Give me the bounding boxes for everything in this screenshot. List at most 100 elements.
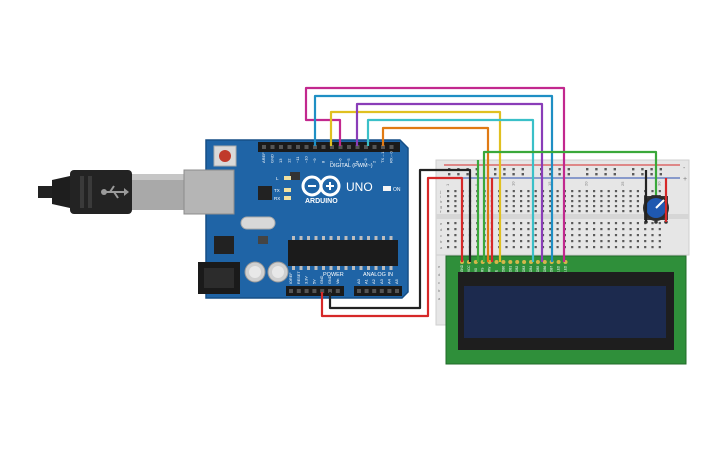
wire	[366, 118, 535, 262]
breadboard-row-letter: g	[440, 204, 442, 209]
lcd-pin-label: DB7	[550, 266, 554, 272]
wire	[313, 94, 554, 262]
power-pin-label: 3.3V	[305, 276, 309, 284]
digital-pin-label: ~9	[312, 158, 317, 163]
breadboard-column-number: 15	[547, 181, 552, 186]
wire	[355, 102, 544, 262]
lcd-pin-label: DB5	[536, 266, 540, 272]
digital-pin-label: 4	[355, 160, 360, 163]
analog-pin-label: A3	[379, 278, 384, 284]
analog-pin-label: A5	[394, 278, 399, 284]
lcd-pin-label: DB1	[508, 266, 512, 272]
lcd-screen	[464, 286, 666, 338]
arduino-logo	[301, 175, 341, 197]
analog-pin-label: A1	[364, 278, 369, 284]
brand-label: ARDUINO	[305, 198, 338, 205]
wire	[328, 168, 472, 310]
breadboard-column-number: 25	[620, 181, 625, 186]
lcd-pin-label: V0	[474, 268, 478, 272]
breadboard-row-letter: c	[438, 280, 440, 285]
power-pin-label: RESET	[297, 271, 301, 284]
led-label-tx: TX	[274, 188, 280, 193]
atmega-chip	[288, 240, 398, 266]
digital-pin-label: TX→1	[380, 151, 385, 163]
digital-pin-label: ~10	[304, 155, 309, 163]
breadboard-column-number: 10	[511, 181, 516, 186]
breadboard-row-letter: j	[439, 189, 441, 194]
potentiometer[interactable]	[643, 195, 669, 224]
digital-pin-label: ~11	[295, 156, 300, 163]
rail-plus-label: +	[683, 176, 687, 183]
led-label-l: L	[276, 176, 279, 181]
digital-pin-label: GND	[270, 154, 275, 163]
wire	[304, 86, 566, 262]
digital-pin-label: 13	[278, 158, 283, 163]
power-label: POWER	[323, 272, 344, 278]
lcd-pin-label: DB6	[543, 266, 547, 272]
lcd-pin-label: VCC	[467, 265, 471, 272]
power-pin-label: GND	[320, 275, 324, 284]
model-label: UNO	[346, 180, 373, 194]
usb-icon	[101, 185, 129, 199]
digital-header	[258, 142, 400, 152]
analog-label: ANALOG IN	[363, 272, 393, 278]
lcd-pin-label: DB3	[522, 266, 526, 272]
breadboard-row-letter: a	[438, 296, 441, 301]
breadboard-row-letter: f	[440, 209, 442, 214]
breadboard-row-letter: e	[440, 221, 443, 226]
breadboard-row-letter: b	[438, 288, 441, 293]
digital-pin-label: ~5	[346, 158, 351, 163]
breadboard-column-number: 20	[584, 181, 589, 186]
lcd-pin-label: RS	[481, 268, 485, 272]
breadboard-row-letter: a	[440, 245, 443, 250]
power-pin-label: 5V	[312, 279, 316, 284]
rail-minus-label: -	[683, 165, 686, 172]
digital-pin-label: 8	[321, 160, 326, 163]
breadboard-row-letter: d	[440, 227, 442, 232]
voltage-regulator	[214, 236, 234, 254]
breadboard-column-number: 5	[474, 183, 479, 186]
breadboard-row-letter: h	[440, 199, 442, 204]
wire	[381, 126, 490, 262]
breadboard-row-letter: c	[440, 233, 442, 238]
lcd-pin-label: GND	[460, 264, 464, 272]
digital-pin-label: RX←0	[389, 150, 394, 163]
breadboard-row-letter: i	[440, 194, 441, 199]
usb-b-port	[183, 169, 235, 215]
lcd-pin-label: E	[495, 270, 499, 272]
digital-pin-label: ~3	[363, 158, 368, 163]
lcd-pin-label: DB0	[501, 266, 505, 272]
digital-pin-label: 2	[372, 160, 377, 163]
lcd-pin-label: LED	[557, 265, 561, 272]
analog-pin-label: A2	[371, 278, 376, 284]
wire	[329, 110, 502, 262]
power-pin-label: Vin	[336, 279, 340, 284]
wires	[304, 86, 668, 318]
breadboard-column-number: 30	[657, 181, 662, 186]
on-label: ON	[393, 187, 401, 193]
digital-header-label: DIGITAL (PWM~)	[330, 163, 373, 169]
power-pin-label: IOREF	[289, 272, 293, 284]
analog-header	[354, 286, 402, 296]
breadboard-row-letter: e	[438, 264, 441, 269]
breadboard-row-letter: d	[438, 272, 440, 277]
digital-pin-label: AREF	[261, 152, 266, 163]
breadboard-column-number: 1	[445, 183, 450, 186]
led-label-rx: RX	[274, 196, 280, 201]
usb-cable	[38, 170, 184, 214]
power-pin-label: GND	[328, 275, 332, 284]
analog-pin-label: A4	[386, 278, 391, 284]
lcd-pin-label: RW	[488, 267, 492, 272]
lcd-pin-label: LED	[564, 265, 568, 272]
lcd-pin-label: DB2	[515, 266, 519, 272]
wire	[320, 176, 464, 318]
crystal	[240, 216, 276, 230]
digital-pin-label: ~6	[338, 158, 343, 163]
wire	[482, 150, 658, 262]
analog-pin-label: A0	[356, 278, 361, 284]
digital-pin-label: 12	[287, 158, 292, 163]
breadboard-row-letter: b	[440, 239, 443, 244]
